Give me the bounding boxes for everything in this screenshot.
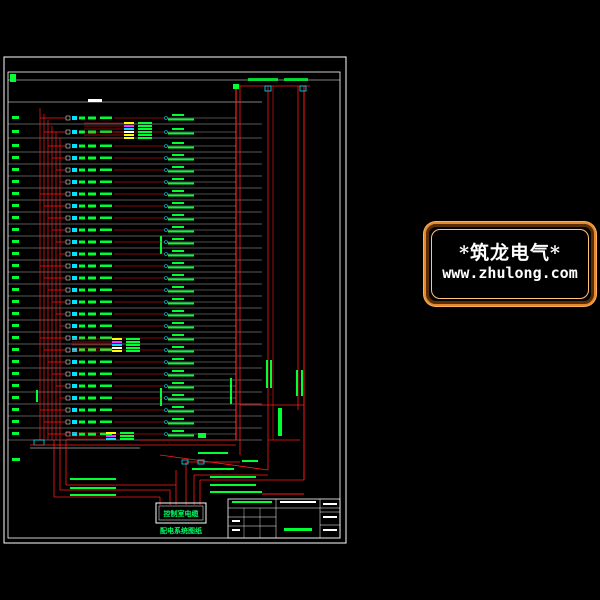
circuit-row [12, 262, 236, 269]
watermark-title: *筑龙电气* [459, 242, 561, 264]
watermark-inner-border [431, 229, 589, 299]
watermark-badge: *筑龙电气* www.zhulong.com [424, 222, 596, 306]
circuit-row [12, 358, 236, 365]
circuit-row [12, 190, 236, 197]
circuit-row [12, 178, 236, 185]
inner-frame [7, 71, 341, 539]
terminal-cluster [84, 122, 152, 139]
circuit-row [12, 406, 236, 413]
riser-labels [36, 236, 303, 436]
corner-mark [10, 74, 16, 82]
floor-lines [8, 123, 262, 441]
title-block [227, 493, 341, 539]
circuit-rows [12, 99, 236, 461]
circuit-row [12, 298, 236, 305]
circuit-row [12, 346, 236, 353]
circuit-row [12, 334, 236, 341]
circuit-row [12, 370, 236, 377]
outer-frame [3, 56, 347, 544]
riser-top-symbols [233, 78, 308, 92]
control-block-label: 控制室电缆 [164, 509, 199, 518]
terminal-cluster [72, 338, 140, 352]
bottom-feeders [30, 433, 304, 505]
terminal-cluster [66, 432, 134, 440]
circuit-row [12, 166, 236, 173]
right-risers [140, 85, 310, 480]
circuit-row [12, 142, 236, 149]
circuit-row [12, 286, 236, 293]
circuit-row [12, 154, 236, 161]
watermark-url: www.zhulong.com [442, 264, 578, 282]
circuit-row [12, 238, 236, 245]
control-block: 控制室电缆 配电系统图纸 [155, 502, 207, 535]
circuit-row [12, 418, 236, 425]
circuit-row [12, 322, 236, 329]
circuit-row [12, 310, 236, 317]
circuit-row [12, 226, 236, 233]
circuit-row [12, 202, 236, 209]
circuit-row [12, 250, 236, 257]
circuit-row [12, 394, 236, 401]
circuit-row [12, 214, 236, 221]
control-block-caption: 配电系统图纸 [160, 526, 202, 535]
left-bus-lines [39, 108, 61, 440]
circuit-row [12, 274, 236, 281]
circuit-row [12, 114, 236, 121]
circuit-row [12, 382, 236, 389]
